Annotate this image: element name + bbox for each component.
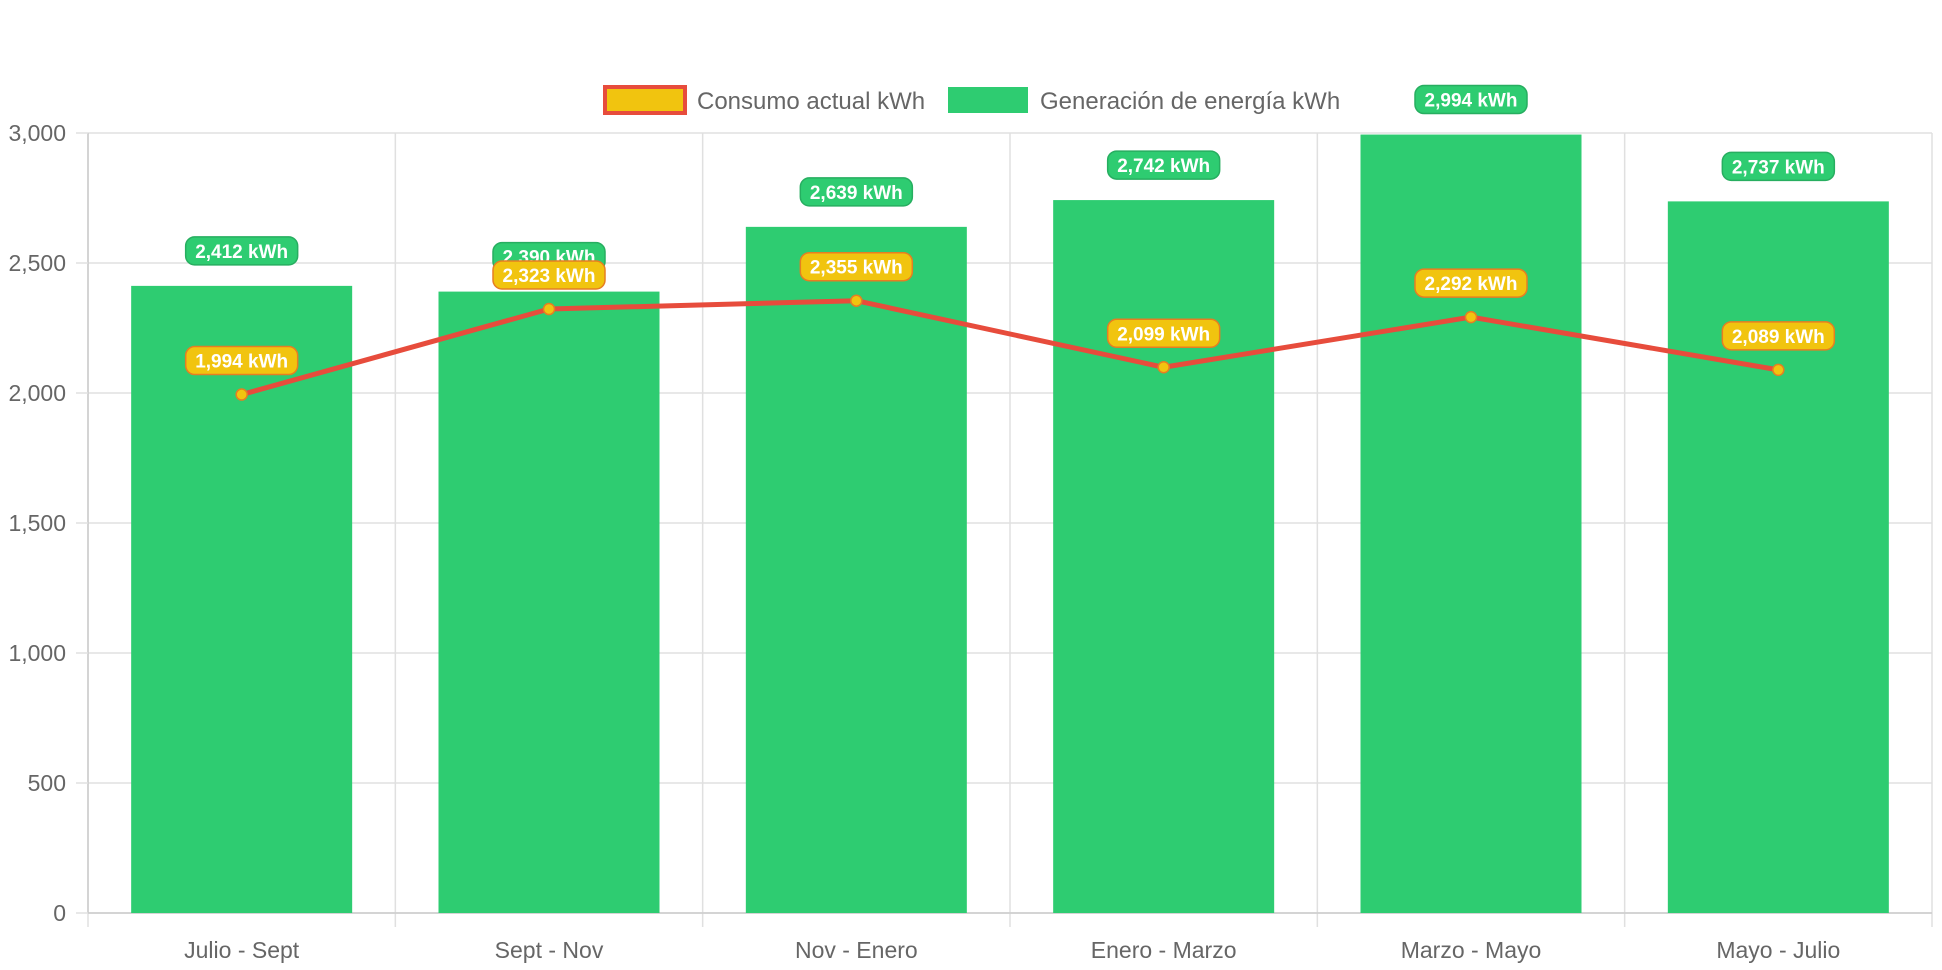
legend-swatch-consumo <box>603 85 687 115</box>
legend-label-generacion: Generación de energía kWh <box>1040 88 1340 115</box>
consumption-value-label-bg <box>1106 318 1221 349</box>
consumption-value-label-text: 2,292 kWh <box>1425 274 1518 295</box>
generation-value-label-bg <box>1721 151 1836 182</box>
legend-item-consumo[interactable]: Consumo actual kWh <box>603 85 925 115</box>
legend-label-consumo: Consumo actual kWh <box>697 88 925 115</box>
consumption-value-label-bg <box>799 251 914 282</box>
legend-item-generacion[interactable]: Generación de energía kWh <box>948 87 1340 115</box>
consumption-point <box>1772 363 1785 377</box>
x-tick-label: Julio - Sept <box>184 937 300 963</box>
grid-lines <box>87 132 1933 927</box>
y-tick-label: 1,000 <box>8 640 66 666</box>
generation-value-label-bg <box>1414 84 1528 115</box>
x-tick-label: Marzo - Mayo <box>1401 937 1542 963</box>
consumption-point <box>1464 310 1478 324</box>
generation-value-label-text: 2,742 kWh <box>1117 156 1210 177</box>
consumption-value-label: 2,089 kWh <box>1721 321 1836 351</box>
consumption-value-label-text: 1,994 kWh <box>195 352 288 373</box>
consumption-value-label-text: 2,323 kWh <box>503 266 596 287</box>
generation-value-label: 2,994 kWh <box>1414 84 1528 115</box>
bar-series <box>131 134 1889 914</box>
x-tick-label: Enero - Marzo <box>1091 937 1237 963</box>
generation-value-label-bg <box>184 236 299 266</box>
consumption-value-label-bg <box>1721 321 1836 351</box>
consumption-point <box>850 294 863 307</box>
x-tick-label: Sept - Nov <box>495 937 604 963</box>
y-tick-label: 0 <box>53 900 66 926</box>
consumption-value-label: 1,994 kWh <box>184 345 299 376</box>
consumption-value-label-text: 2,099 kWh <box>1117 324 1210 345</box>
consumption-value-label-bg <box>1414 268 1528 298</box>
generation-value-label-text: 2,412 kWh <box>195 242 288 263</box>
generation-bar <box>745 226 967 914</box>
generation-value-label: 2,742 kWh <box>1106 150 1221 180</box>
generation-value-label-text: 2,639 kWh <box>810 183 903 204</box>
consumption-point <box>542 302 556 316</box>
x-tick-label: Mayo - Julio <box>1716 937 1840 963</box>
consumption-point <box>1157 361 1170 374</box>
generation-bar <box>1360 134 1582 913</box>
x-tick-label: Nov - Enero <box>795 937 918 963</box>
generation-value-label: 2,412 kWh <box>184 236 299 266</box>
generation-bar <box>1053 200 1275 913</box>
consumption-value-label-text: 2,355 kWh <box>810 258 903 279</box>
y-tick-label: 500 <box>28 770 66 796</box>
y-tick-label: 2,000 <box>8 380 66 406</box>
consumption-value-label: 2,323 kWh <box>492 260 606 290</box>
consumption-value-label: 2,355 kWh <box>799 251 914 282</box>
legend[interactable]: Consumo actual kWh Generación de energía … <box>603 85 1340 115</box>
generation-value-label-text: 2,994 kWh <box>1425 91 1518 112</box>
generation-bar <box>438 291 660 914</box>
consumption-point <box>235 388 248 401</box>
generation-bar <box>131 285 353 913</box>
generation-value-label-text: 2,737 kWh <box>1732 157 1825 178</box>
legend-swatch-generacion <box>948 87 1028 113</box>
generation-value-label-bg <box>799 177 914 207</box>
y-tick-label: 2,500 <box>8 250 66 276</box>
consumption-line <box>240 298 1779 397</box>
line-series <box>235 294 1785 401</box>
generation-value-label: 2,639 kWh <box>799 177 914 207</box>
generation-value-label-bg <box>1106 150 1221 180</box>
generation-value-label: 2,737 kWh <box>1721 151 1836 182</box>
consumption-value-label-text: 2,089 kWh <box>1732 327 1825 348</box>
consumption-value-label: 2,099 kWh <box>1106 318 1221 349</box>
generation-bar <box>1667 201 1889 913</box>
consumption-value-label-bg <box>492 260 606 290</box>
consumption-value-label-bg <box>184 345 299 376</box>
consumption-value-label: 2,292 kWh <box>1414 268 1528 298</box>
y-tick-label: 3,000 <box>8 120 66 146</box>
y-tick-label: 1,500 <box>8 510 66 536</box>
